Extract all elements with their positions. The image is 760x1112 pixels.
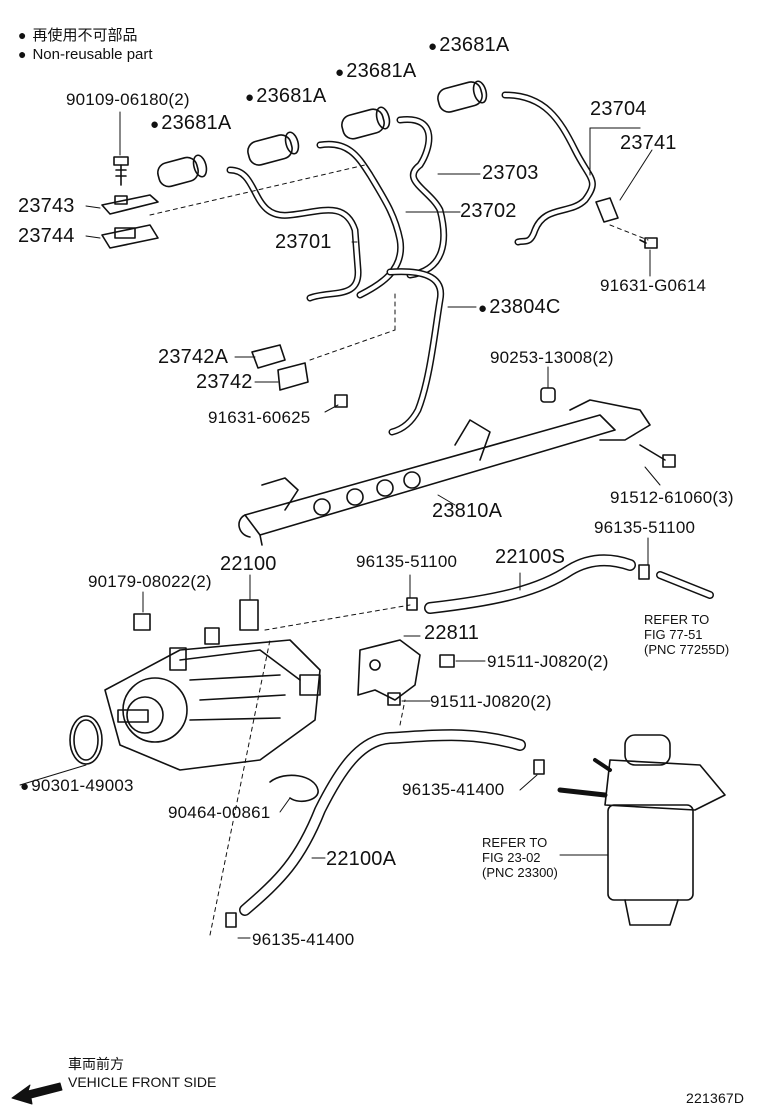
clamp-23744: [101, 224, 159, 249]
injection-pipe-23702: [316, 140, 405, 299]
clip-96135-41400-b: [225, 912, 237, 928]
part-label-23681a[interactable]: 23681A: [335, 60, 416, 84]
bolt-91511-1: [439, 654, 455, 668]
nozzle-holder-1: [157, 154, 208, 188]
part-label-91631-g0614[interactable]: 91631-G0614: [600, 276, 707, 295]
bolt-90109: [113, 156, 129, 186]
bolt-91631-60625: [334, 394, 348, 408]
part-label-90301-49003[interactable]: 90301-49003: [20, 776, 134, 797]
clamp-23743: [101, 194, 159, 215]
injection-pump-22100: [104, 599, 321, 771]
bolt-91511-2: [387, 692, 401, 706]
reference-fig-23-02[interactable]: REFER TO FIG 23-02 (PNC 23300): [482, 835, 558, 880]
part-label-23741[interactable]: 23741: [620, 132, 677, 154]
part-label-90109-06180[interactable]: 90109-06180(2): [66, 90, 190, 109]
part-label-22100[interactable]: 22100: [220, 553, 277, 575]
part-label-96135-51100[interactable]: 96135-51100: [594, 518, 696, 537]
part-label-23703[interactable]: 23703: [482, 162, 539, 184]
part-label-96135-41400[interactable]: 96135-41400: [402, 780, 505, 799]
fuel-filter-assembly: [557, 734, 726, 926]
bolt-91512: [639, 444, 676, 468]
part-label-91511-j0820[interactable]: 91511-J0820(2): [487, 652, 609, 671]
nut-90179: [133, 613, 151, 631]
clip-96135-41400-a: [533, 759, 545, 775]
part-label-23704[interactable]: 23704: [590, 98, 647, 120]
nozzle-holder-2: [247, 131, 300, 166]
injection-pipe-23701: [226, 166, 362, 302]
legend-bullet-1: ●: [18, 27, 27, 43]
part-label-23742a[interactable]: 23742A: [158, 346, 229, 368]
fuel-pipe-23804c: [386, 268, 445, 436]
part-label-96135-51100[interactable]: 96135-51100: [356, 552, 458, 571]
clamp-23741: [595, 197, 619, 223]
pipe-stub-refer-77-51: [656, 571, 714, 599]
bolt-91631-g0614: [639, 237, 658, 249]
common-rail-23810a: [238, 399, 651, 546]
part-label-90179-08022[interactable]: 90179-08022(2): [88, 572, 212, 591]
o-ring-90301: [69, 715, 103, 765]
nozzle-holder-4: [437, 80, 488, 113]
legend-japanese: 再使用不可部品: [32, 27, 138, 44]
reference-line: (PNC 77255D): [644, 642, 730, 657]
hose-22100s: [424, 554, 636, 614]
clamp-23742: [277, 362, 309, 391]
reference-line: REFER TO: [644, 612, 710, 627]
part-label-23744[interactable]: 23744: [18, 225, 75, 247]
part-label-23681a[interactable]: 23681A: [245, 85, 326, 109]
part-label-91512-61060[interactable]: 91512-61060(3): [610, 488, 734, 507]
part-label-23681a[interactable]: 23681A: [428, 34, 509, 58]
legend-english: Non-reusable part: [32, 46, 153, 63]
clamp-23742a: [251, 344, 286, 369]
part-label-96135-41400[interactable]: 96135-41400: [252, 930, 355, 949]
reference-line: FIG 23-02: [482, 850, 541, 865]
part-label-23701[interactable]: 23701: [275, 231, 332, 253]
plug-90253: [540, 387, 556, 403]
part-label-22811[interactable]: 22811: [424, 622, 480, 644]
part-label-23804c[interactable]: 23804C: [478, 296, 561, 320]
injection-pipe-23703: [396, 116, 448, 279]
part-label-23702[interactable]: 23702: [460, 200, 517, 222]
bracket-22811: [357, 639, 421, 701]
part-label-23742[interactable]: 23742: [196, 371, 253, 393]
legend-bullet-2: ●: [18, 46, 27, 62]
reference-line: REFER TO: [482, 835, 548, 850]
reference-line: (PNC 23300): [482, 865, 558, 880]
part-label-90253-13008[interactable]: 90253-13008(2): [490, 348, 614, 367]
clamp-90464: [269, 774, 319, 802]
injection-pipe-23704: [501, 91, 596, 246]
part-label-23810a[interactable]: 23810A: [432, 500, 503, 522]
legend: ● 再使用不可部品 ● Non-reusable part: [18, 26, 153, 64]
part-label-91511-j0820[interactable]: 91511-J0820(2): [430, 692, 552, 711]
hose-22100a: [239, 729, 526, 916]
clip-96135-51100-b: [638, 564, 650, 580]
nozzle-holder-3: [341, 106, 391, 140]
vehicle-front-arrow: [11, 1082, 63, 1105]
vehicle-front-english: VEHICLE FRONT SIDE: [68, 1074, 217, 1090]
part-label-23681a[interactable]: 23681A: [150, 112, 231, 136]
part-label-23743[interactable]: 23743: [18, 195, 75, 217]
vehicle-front-japanese: 車両前方: [68, 1056, 124, 1072]
diagram-id: 221367D: [686, 1090, 745, 1106]
reference-fig-77-51[interactable]: REFER TO FIG 77-51 (PNC 77255D): [644, 612, 729, 657]
part-label-91631-60625[interactable]: 91631-60625: [208, 408, 311, 427]
clip-96135-51100-a: [406, 597, 418, 611]
reference-line: FIG 77-51: [644, 627, 703, 642]
part-label-90464-00861[interactable]: 90464-00861: [168, 803, 271, 822]
part-label-22100a[interactable]: 22100A: [326, 848, 397, 870]
part-label-22100s[interactable]: 22100S: [495, 546, 566, 568]
vehicle-front-label: 車両前方 VEHICLE FRONT SIDE: [68, 1055, 216, 1091]
